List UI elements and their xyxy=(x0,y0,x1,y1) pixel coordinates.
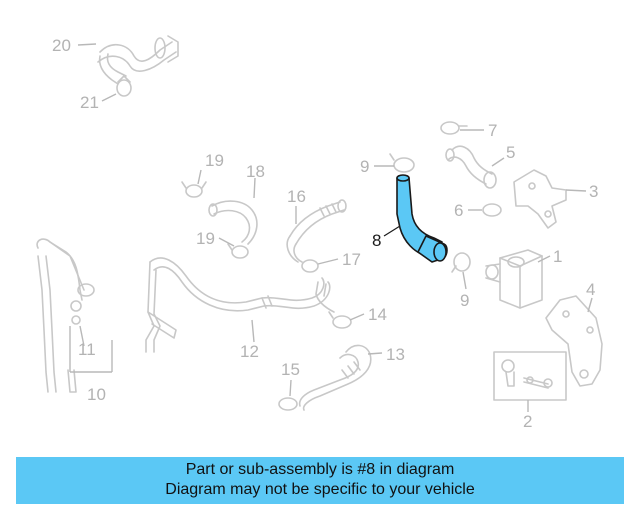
part-13-hose xyxy=(298,344,372,411)
part-18-hose xyxy=(208,200,258,245)
callout-17: 17 xyxy=(342,250,361,269)
callout-2: 2 xyxy=(523,412,532,431)
callout-20: 20 xyxy=(52,36,71,55)
part-8-hose-highlighted xyxy=(396,174,448,263)
part-19-clamp-lower xyxy=(227,243,249,259)
callout-11: 11 xyxy=(78,340,96,359)
callout-8: 8 xyxy=(372,231,381,250)
part-10-pipe xyxy=(36,238,95,393)
part-2-kit xyxy=(493,351,567,401)
callout-10: 10 xyxy=(87,385,106,404)
parts-diagram: 20 21 19 18 19 16 17 12 14 13 15 11 10 9… xyxy=(36,35,603,431)
part-17-clamp xyxy=(301,259,319,273)
callout-21: 21 xyxy=(80,93,99,112)
callout-6: 6 xyxy=(454,201,463,220)
leader-lines xyxy=(69,43,593,412)
part-3-bracket xyxy=(513,169,567,229)
callout-7: 7 xyxy=(488,121,497,140)
banner-line-part: Part or sub-assembly is #8 in diagram xyxy=(185,461,455,478)
part-14-clamp xyxy=(328,311,352,329)
callout-16: 16 xyxy=(287,187,306,206)
callout-19-upper: 19 xyxy=(205,151,224,170)
callout-9-upper: 9 xyxy=(360,157,369,176)
callout-13: 13 xyxy=(386,345,405,364)
banner-line-disclaimer: Diagram may not be specific to your vehi… xyxy=(165,481,475,498)
callout-numbers: 20 21 19 18 19 16 17 12 14 13 15 11 10 9… xyxy=(52,36,598,431)
part-7-clamp xyxy=(440,121,468,135)
part-1-housing xyxy=(485,249,543,309)
info-banner: Part or sub-assembly is #8 in diagram Di… xyxy=(16,457,624,504)
part-19-clamp-upper xyxy=(181,181,207,198)
part-4-bracket xyxy=(545,295,603,387)
callout-15: 15 xyxy=(281,360,300,379)
callout-12: 12 xyxy=(240,342,259,361)
part-15-clamp xyxy=(278,397,298,411)
part-9-clamp-lower xyxy=(451,252,471,273)
callout-1: 1 xyxy=(553,247,562,266)
part-6-clamp xyxy=(482,203,502,217)
callout-9-lower: 9 xyxy=(460,291,469,310)
callout-19-lower: 19 xyxy=(196,229,215,248)
part-5-hose xyxy=(445,145,497,189)
part-20-hose xyxy=(97,35,179,85)
part-16-hose xyxy=(286,199,347,263)
callout-3: 3 xyxy=(589,182,598,201)
part-12-pipe xyxy=(145,257,335,353)
part-9-clamp-upper xyxy=(389,153,415,173)
callout-18: 18 xyxy=(246,162,265,181)
part-11-grommet xyxy=(71,315,81,325)
callout-14: 14 xyxy=(368,305,387,324)
part-21-clamp xyxy=(116,75,132,97)
callout-5: 5 xyxy=(506,143,515,162)
callout-4: 4 xyxy=(586,280,595,299)
